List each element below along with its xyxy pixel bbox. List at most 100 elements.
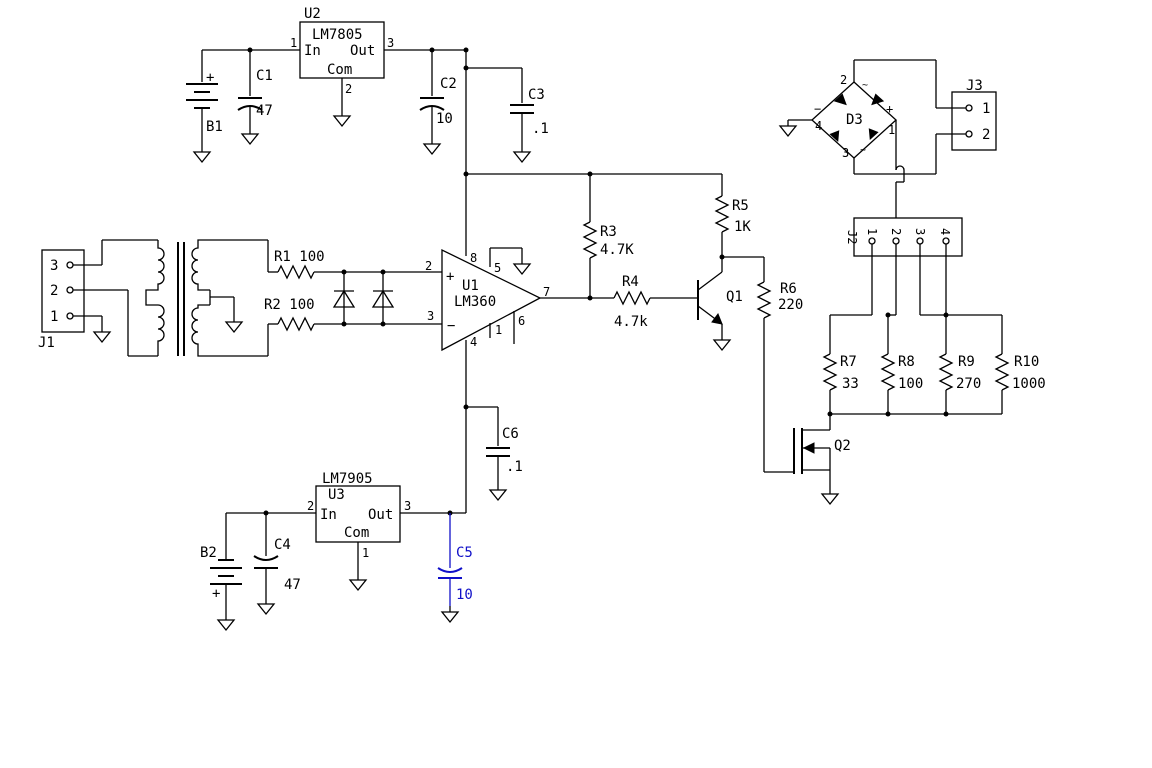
c5-ref: C5 <box>456 545 473 561</box>
r9-ref: R9 <box>958 354 975 370</box>
j2-pin-2: 2 <box>889 228 903 235</box>
r8-value: 100 <box>898 376 923 392</box>
r9-value: 270 <box>956 376 981 392</box>
j1-pin-3: 3 <box>50 258 58 274</box>
c5-value: 10 <box>456 587 473 603</box>
u2-in-label: In <box>304 43 321 59</box>
c4-ref: C4 <box>274 537 291 553</box>
d3-pin-1: 1 <box>888 123 895 137</box>
battery-b1: + B1 <box>186 50 223 146</box>
resistor-r5: R5 1K <box>714 195 751 235</box>
connector-j3: J3 1 2 <box>951 78 997 151</box>
q1-ref: Q1 <box>726 289 743 305</box>
r1-label: R1 100 <box>274 249 325 265</box>
c6-ref: C6 <box>502 426 519 442</box>
u1-pin-2: 2 <box>425 259 432 273</box>
u3-part: LM7905 <box>322 471 373 487</box>
u1-part: LM360 <box>454 294 496 310</box>
c2-ref: C2 <box>440 76 457 92</box>
resistor-r1: R1 100 <box>268 249 325 280</box>
u2-pin-out: 3 <box>387 36 394 50</box>
regulator-u2: U2 LM7805 In Out Com 1 3 2 <box>290 6 394 96</box>
j3-pin-2: 2 <box>982 127 990 143</box>
c1-value: 47 <box>256 103 273 119</box>
b2-ref: B2 <box>200 545 217 561</box>
resistor-r3: R3 4.7K <box>582 221 634 259</box>
resistor-r7: R7 33 <box>822 353 859 392</box>
q2-ref: Q2 <box>834 438 851 454</box>
battery-b2: B2 + <box>200 513 242 614</box>
capacitor-c2: C2 10 <box>419 50 457 138</box>
u2-out-label: Out <box>350 43 375 59</box>
d3-minus: − <box>814 102 821 116</box>
u1-pin-3: 3 <box>427 309 434 323</box>
r4-ref: R4 <box>622 274 639 290</box>
d3-pin-3: 3 <box>842 146 849 160</box>
u2-pin-com: 2 <box>345 82 352 96</box>
d3-ref: D3 <box>846 112 863 128</box>
d3-pin-4: 4 <box>815 119 822 133</box>
u3-out-label: Out <box>368 507 393 523</box>
u3-pin-com: 1 <box>362 546 369 560</box>
r7-value: 33 <box>842 376 859 392</box>
regulator-u3: LM7905 U3 In Out Com 2 3 1 <box>307 471 411 560</box>
j1-pin-2: 2 <box>50 283 58 299</box>
r5-value: 1K <box>734 219 751 235</box>
u3-ref: U3 <box>328 487 345 503</box>
c3-value: .1 <box>532 121 549 137</box>
r3-value: 4.7K <box>600 242 634 258</box>
r3-ref: R3 <box>600 224 617 240</box>
u3-com-label: Com <box>344 525 369 541</box>
d3-ac-bottom: ~ <box>860 145 866 156</box>
u1-minus: − <box>447 318 455 334</box>
u3-pin-in: 2 <box>307 499 314 513</box>
j3-pin-1: 1 <box>982 101 990 117</box>
capacitor-c6: C6 .1 <box>486 407 523 484</box>
capacitor-c1: C1 47 <box>237 50 273 128</box>
r5-ref: R5 <box>732 198 749 214</box>
capacitor-c5: C5 10 <box>437 513 473 606</box>
d3-pin-2: 2 <box>840 73 847 87</box>
mosfet-q2: Q2 <box>793 428 851 474</box>
b1-plus: + <box>206 70 214 86</box>
u1-pin-4: 4 <box>470 335 477 349</box>
clamp-diodes <box>332 269 395 327</box>
u2-pin-in: 1 <box>290 36 297 50</box>
r7-ref: R7 <box>840 354 857 370</box>
r6-value: 220 <box>778 297 803 313</box>
c6-value: .1 <box>506 459 523 475</box>
resistor-r9: R9 270 <box>938 353 981 392</box>
d3-plus: + <box>886 102 893 116</box>
r10-ref: R10 <box>1014 354 1039 370</box>
r8-ref: R8 <box>898 354 915 370</box>
u1-pin-7: 7 <box>543 285 550 299</box>
r2-label: R2 100 <box>264 297 315 313</box>
r4-value: 4.7k <box>614 314 648 330</box>
j1-ref: J1 <box>38 335 55 351</box>
u1-pin-6: 6 <box>518 314 525 328</box>
bridge-rectifier-d3: D3 2 ~ + 1 − 4 3 ~ <box>811 73 897 160</box>
b2-plus: + <box>212 586 220 602</box>
u1-ref: U1 <box>462 278 479 294</box>
resistor-r8: R8 100 <box>880 353 923 392</box>
c3-ref: C3 <box>528 87 545 103</box>
connector-j2: J2 1 2 3 4 <box>845 217 963 257</box>
u2-ref: U2 <box>304 6 321 22</box>
capacitor-c3: C3 .1 <box>510 68 549 146</box>
u1-pin-1: 1 <box>495 323 502 337</box>
j2-pin-4: 4 <box>938 228 952 235</box>
c4-value: 47 <box>284 577 301 593</box>
u1-plus: + <box>446 269 454 285</box>
r10-value: 1000 <box>1012 376 1046 392</box>
u1-pin-8: 8 <box>470 251 477 265</box>
capacitor-c4: C4 47 <box>253 513 301 598</box>
j2-pin-1: 1 <box>865 228 879 235</box>
j2-ref: J2 <box>845 230 859 244</box>
r6-ref: R6 <box>780 281 797 297</box>
d3-ac-top: ~ <box>862 80 868 91</box>
c1-ref: C1 <box>256 68 273 84</box>
u3-pin-out: 3 <box>404 499 411 513</box>
u2-part: LM7805 <box>312 27 363 43</box>
transistor-q1: Q1 <box>697 271 743 325</box>
